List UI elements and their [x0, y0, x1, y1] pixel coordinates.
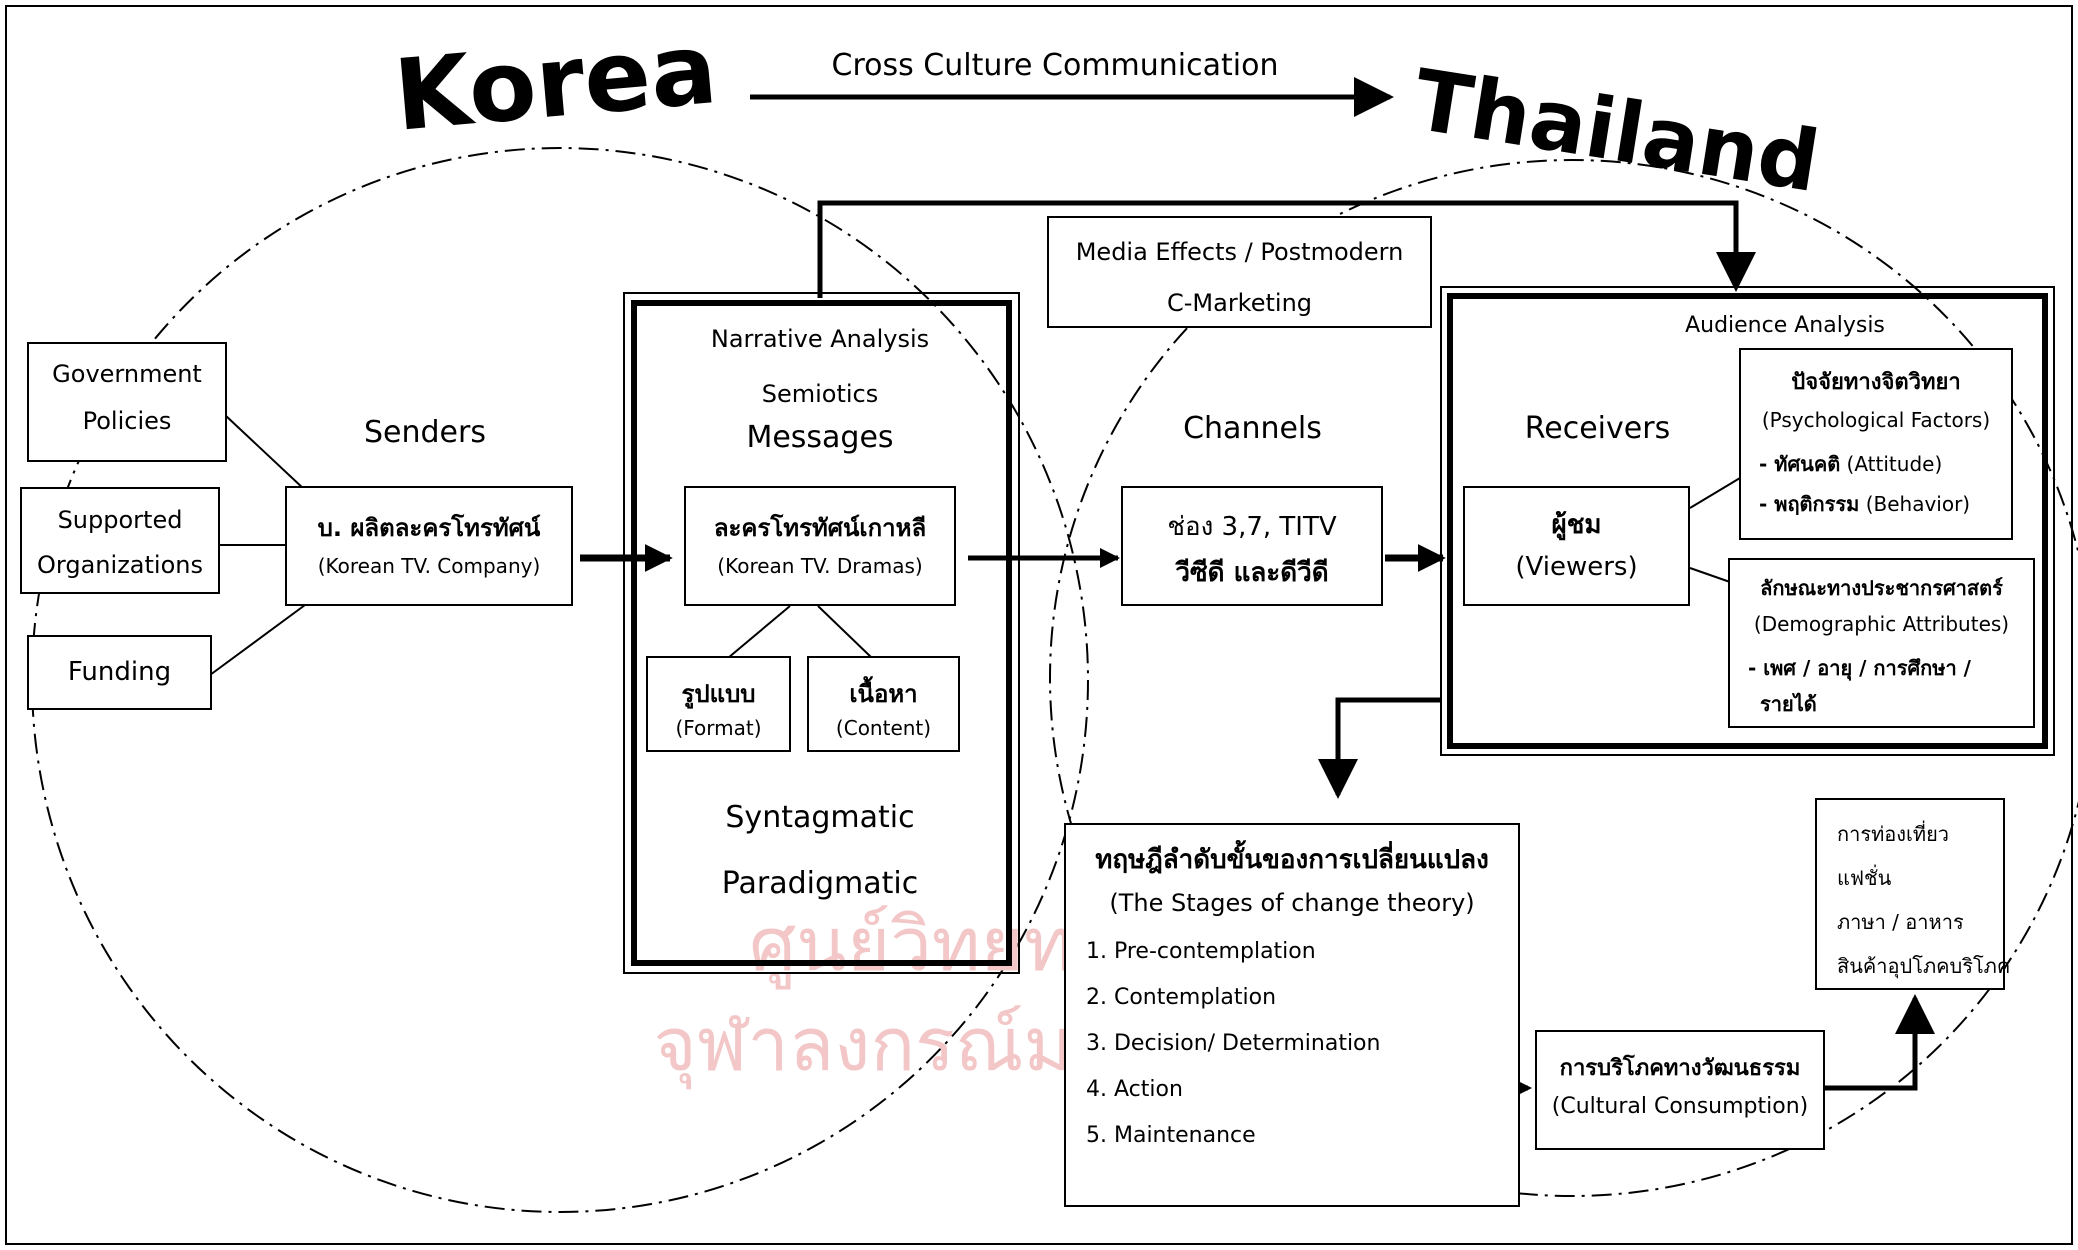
demo-en-label: (Demographic Attributes): [1753, 612, 2010, 636]
outcomes-box: การท่องเที่ยว แฟชั่น ภาษา / อาหาร สินค้า…: [1815, 798, 2010, 990]
outcome-item: ภาษา / อาหาร: [1837, 910, 1964, 934]
content-en-label: (Content): [835, 716, 932, 740]
drama-th-label: ละครโทรทัศน์เกาหลี: [713, 514, 927, 542]
attitude-th: - ทัศนคติ: [1759, 452, 1841, 476]
connector-content: [817, 605, 873, 659]
supported-label: Supported: [57, 506, 183, 534]
viewers-en-label: (Viewers): [1515, 552, 1638, 582]
stages-of-change-box: ทฤษฎีลำดับขั้นของการเปลี่ยนแปลง (The Sta…: [1064, 823, 1520, 1207]
messages-heading: Messages: [746, 420, 894, 455]
cultural-consumption-box: การบริโภคทางวัฒนธรรม (Cultural Consumpti…: [1535, 1030, 1825, 1150]
arrow-receivers-stages: [1318, 697, 1442, 799]
psych-en-label: (Psychological Factors): [1761, 408, 1991, 432]
paradigmatic-label: Paradigmatic: [721, 866, 919, 901]
receivers-outer-box: [1440, 286, 2055, 756]
demo-items-line2: รายได้: [1760, 692, 1817, 716]
channels-line1: ช่อง 3,7, TITV: [1167, 512, 1337, 542]
organizations-label: Organizations: [37, 551, 203, 579]
korean-dramas-box: ละครโทรทัศน์เกาหลี (Korean TV. Dramas): [684, 486, 956, 606]
connector-format: [727, 605, 791, 659]
audience-analysis-label: Audience Analysis: [1685, 313, 1885, 338]
content-box: เนื้อหา (Content): [807, 656, 960, 752]
government-policies-box: Government Policies: [27, 342, 227, 462]
format-en-label: (Format): [675, 716, 762, 740]
cultural-en-label: (Cultural Consumption): [1551, 1094, 1809, 1119]
stages-title-th: ทฤษฎีลำดับขั้นของการเปลี่ยนแปลง: [1095, 845, 1489, 875]
drama-en-label: (Korean TV. Dramas): [717, 554, 923, 578]
behavior-item: - พฤติกรรม (Behavior): [1759, 488, 1970, 520]
feedback-loop: [817, 200, 1756, 298]
content-th-label: เนื้อหา: [849, 680, 918, 708]
channels-box: ช่อง 3,7, TITV วีซีดี และดีวีดี: [1121, 486, 1383, 606]
korea-circle: [31, 147, 1089, 1213]
psychological-factors-box: ปัจจัยทางจิตวิทยา (Psychological Factors…: [1739, 348, 2013, 540]
stage-item: 3. Decision/ Determination: [1086, 1031, 1381, 1056]
receivers-inner-box: [1447, 293, 2048, 749]
demo-items-line1: - เพศ / อายุ / การศึกษา /: [1748, 656, 1971, 680]
connector-funding: [209, 604, 306, 676]
messages-outer-box: [623, 292, 1020, 974]
receivers-heading: Receivers: [1524, 411, 1671, 446]
stage-item: 2. Contemplation: [1086, 985, 1277, 1010]
connector-psych: [1689, 477, 1741, 509]
behavior-th: - พฤติกรรม: [1759, 492, 1860, 516]
company-th-label: บ. ผลิตละครโทรทัศน์: [317, 514, 541, 542]
channels-heading: Channels: [1183, 411, 1322, 446]
stage-item: 4. Action: [1086, 1077, 1183, 1102]
semiotics-label: Semiotics: [761, 380, 879, 408]
outcome-item: การท่องเที่ยว: [1837, 822, 1950, 846]
psych-th-label: ปัจจัยทางจิตวิทยา: [1791, 370, 1961, 395]
cross-culture-label: Cross Culture Communication: [831, 48, 1279, 83]
thailand-circle: [1049, 159, 2078, 1197]
outcome-item: สินค้าอุปโภคบริโภค: [1837, 954, 2011, 978]
arrow-cultural-outcomes: [1825, 994, 1935, 1091]
syntagmatic-label: Syntagmatic: [725, 800, 915, 835]
demo-th-label: ลักษณะทางประชากรศาสตร์: [1760, 576, 2003, 600]
policies-label: Policies: [82, 407, 172, 435]
connector-demo: [1689, 567, 1731, 583]
cultural-th-label: การบริโภคทางวัฒนธรรม: [1559, 1056, 1801, 1081]
stage-item: 1. Pre-contemplation: [1086, 939, 1316, 964]
senders-heading: Senders: [364, 415, 486, 450]
korean-tv-company-box: บ. ผลิตละครโทรทัศน์ (Korean TV. Company): [285, 486, 573, 606]
attitude-en: (Attitude): [1846, 452, 1943, 476]
outer-frame: [5, 5, 2073, 1245]
supported-organizations-box: Supported Organizations: [20, 487, 220, 594]
narrative-analysis-label: Narrative Analysis: [710, 325, 930, 353]
format-th-label: รูปแบบ: [681, 680, 756, 708]
connector-government: [224, 414, 306, 491]
viewers-box: ผู้ชม (Viewers): [1463, 486, 1690, 606]
stages-title-en: (The Stages of change theory): [1109, 889, 1475, 917]
attitude-item: - ทัศนคติ (Attitude): [1759, 448, 1942, 480]
messages-inner-box: [631, 300, 1012, 966]
stage-item: 5. Maintenance: [1086, 1123, 1256, 1148]
media-effects-label: Media Effects / Postmodern: [1075, 238, 1404, 266]
behavior-en: (Behavior): [1865, 492, 1971, 516]
channels-line2: วีซีดี และดีวีดี: [1175, 558, 1329, 588]
media-effects-box: Media Effects / Postmodern C-Marketing: [1047, 216, 1432, 328]
funding-label: Funding: [67, 657, 172, 687]
viewers-th-label: ผู้ชม: [1551, 510, 1602, 540]
outcome-item: แฟชั่น: [1837, 866, 1892, 890]
funding-box: Funding: [27, 635, 212, 710]
c-marketing-label: C-Marketing: [1166, 289, 1313, 317]
demographic-attributes-box: ลักษณะทางประชากรศาสตร์ (Demographic Attr…: [1728, 558, 2035, 728]
company-en-label: (Korean TV. Company): [317, 554, 541, 578]
format-box: รูปแบบ (Format): [646, 656, 791, 752]
government-label: Government: [52, 360, 202, 388]
